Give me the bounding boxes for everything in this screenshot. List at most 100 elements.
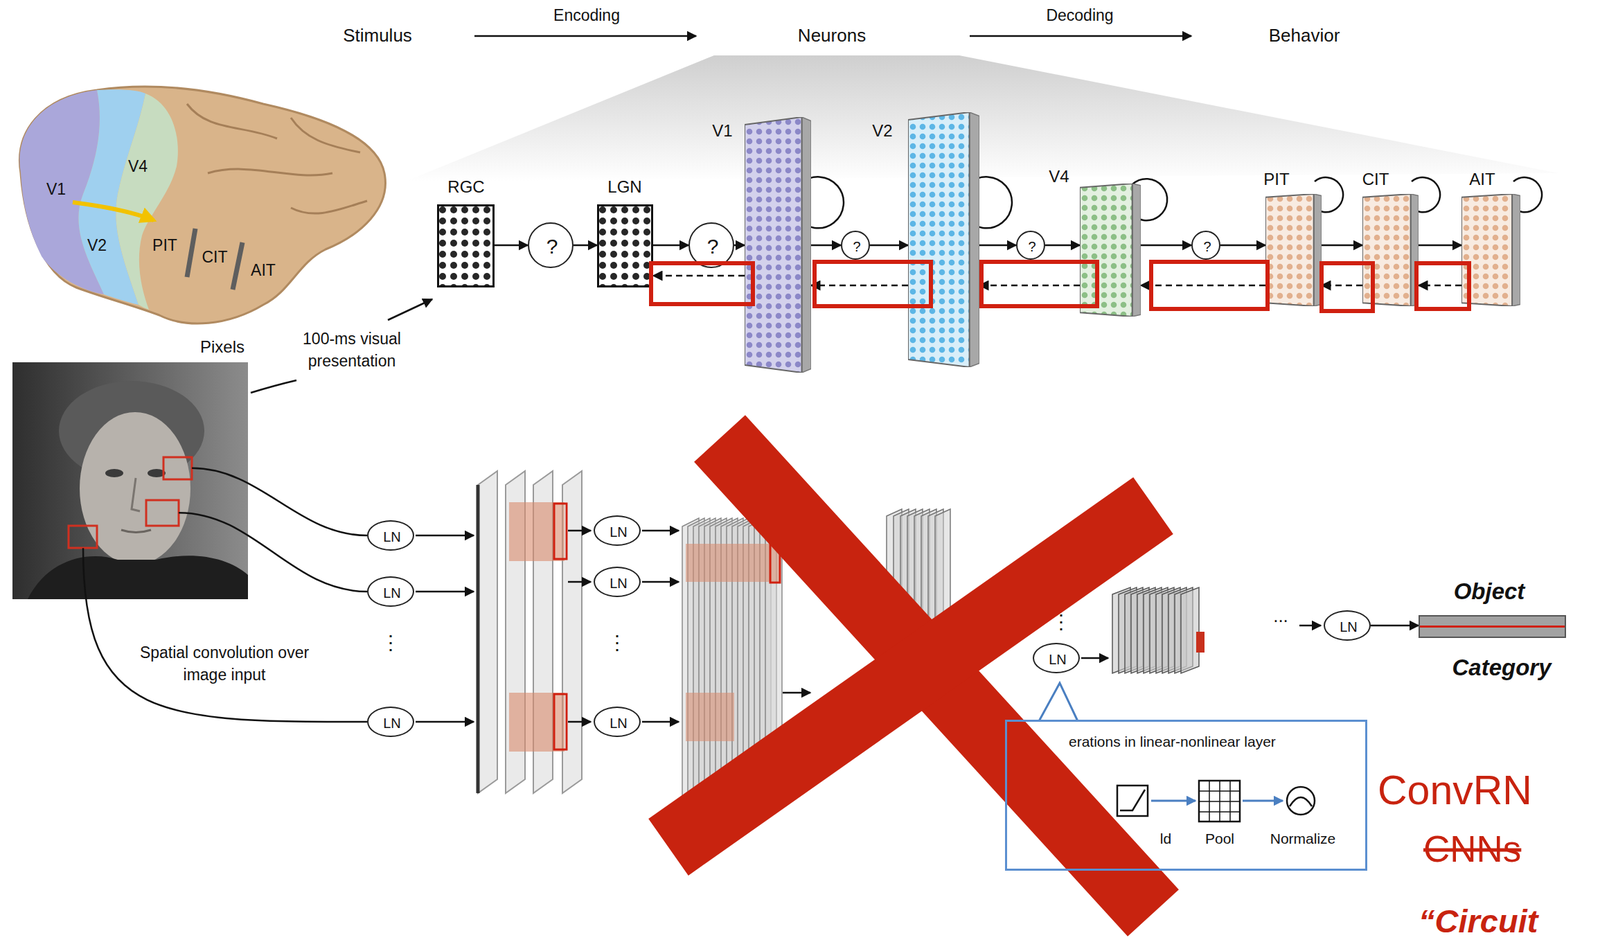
- v4-layer: V4: [1079, 183, 1141, 317]
- cit-layer: CIT: [1362, 193, 1419, 307]
- node-label: ld: [1160, 830, 1172, 848]
- layer-sheet: [1461, 193, 1521, 307]
- node-label: Category: [1451, 654, 1551, 681]
- patch-connector: [178, 512, 368, 592]
- feedforward-arrow: [734, 244, 745, 247]
- feedforward-arrow: [573, 244, 598, 247]
- funnel: [405, 55, 1559, 182]
- unknown-transform: ?: [1191, 230, 1221, 260]
- feedforward-arrow: [653, 244, 689, 247]
- rgc-layer: RGC: [437, 204, 495, 288]
- layer-sheet: [908, 112, 980, 368]
- text-label: Spatial convolution over image input: [137, 641, 311, 686]
- text-label: V4: [128, 157, 148, 176]
- node-label: ?: [1203, 238, 1211, 255]
- node-label: ?: [852, 238, 861, 255]
- text-label: ⋮: [607, 631, 627, 654]
- node-label: CIT: [1362, 169, 1390, 190]
- v2-layer: V2: [908, 112, 980, 368]
- node-label: LN: [1339, 619, 1358, 636]
- unknown-transform: ?: [527, 222, 574, 269]
- text-label: ...: [1273, 606, 1289, 627]
- node-label: Object: [1453, 578, 1526, 605]
- text-label: V2: [87, 236, 107, 255]
- node-label: ?: [546, 234, 559, 260]
- feedback-arrow: [653, 274, 745, 278]
- text-label: Stimulus: [342, 25, 413, 47]
- feedforward-arrow: [1045, 244, 1080, 247]
- feedforward-arrow: [869, 244, 909, 247]
- feedforward-arrow: [1220, 244, 1266, 247]
- node-label: V2: [872, 121, 893, 141]
- feature-stack-1: [477, 470, 582, 794]
- category-line: [1419, 625, 1565, 628]
- node-label: V4: [1048, 166, 1069, 187]
- text-label: Decoding: [1045, 6, 1114, 25]
- feedback-arrow: [1418, 284, 1462, 287]
- lgn-layer: LGN: [597, 204, 654, 288]
- photo: [12, 362, 248, 600]
- monkey-brain: [19, 86, 386, 324]
- layer-sheet: [744, 117, 812, 373]
- text-label: Neurons: [797, 25, 866, 47]
- ait-layer: AIT: [1461, 193, 1521, 307]
- node-label: LN: [1048, 651, 1067, 668]
- node-label: LN: [383, 529, 402, 546]
- pit-layer: PIT: [1265, 193, 1322, 307]
- cross-arm: [668, 505, 1154, 848]
- leader-lines: [250, 299, 433, 393]
- text-label: Encoding: [553, 6, 620, 25]
- ln-unit: LN: [367, 576, 415, 607]
- unknown-transform: ?: [1016, 230, 1046, 260]
- text-label: ConvRN: [1377, 767, 1533, 815]
- feedback-arrow: [1321, 284, 1363, 287]
- ln-unit: LN: [593, 566, 641, 598]
- unknown-transform: ?: [688, 222, 735, 269]
- patch-connector: [83, 547, 368, 722]
- layer-sheet: [1265, 193, 1322, 307]
- ln-unit: LN: [593, 515, 641, 546]
- feature-stack-4: [1112, 587, 1205, 674]
- node-label: PIT: [1263, 169, 1290, 190]
- text-label: PIT: [152, 236, 178, 255]
- ln-unit: LN: [593, 706, 641, 737]
- v1-layer: V1: [744, 117, 812, 373]
- text-label: AIT: [250, 261, 276, 280]
- node-label: LN: [609, 575, 628, 592]
- node-label: Pool: [1205, 830, 1235, 848]
- feedforward-arrow: [1418, 244, 1462, 247]
- node-label: Pixels: [200, 337, 245, 357]
- node-label: Normalize: [1270, 830, 1337, 848]
- text-label: Behavior: [1268, 25, 1341, 47]
- feedforward-arrow: [1140, 244, 1192, 247]
- node-label: AIT: [1469, 169, 1495, 190]
- text-label: 100-ms visual presentation: [292, 327, 411, 372]
- pixel-image: Pixels: [12, 362, 248, 600]
- node-label: LN: [609, 715, 628, 732]
- ln-unit: LN: [367, 706, 415, 737]
- node-label: ?: [1027, 238, 1036, 255]
- ln-unit: LN: [1032, 642, 1080, 674]
- text-label: CIT: [201, 247, 228, 266]
- feedforward-arrow: [1321, 244, 1363, 247]
- unknown-transform: ?: [840, 230, 870, 260]
- layer-sheet: [1362, 193, 1419, 307]
- layer-sheet: [1079, 183, 1141, 317]
- node-label: LN: [609, 524, 628, 541]
- node-label: LN: [383, 715, 402, 732]
- feedforward-arrow: [811, 244, 841, 247]
- text-label: CNNs: [1423, 828, 1522, 871]
- patch-connector: [191, 468, 368, 536]
- feedback-arrow: [1140, 284, 1266, 287]
- layer-sheet: [437, 204, 495, 288]
- node-label: LGN: [607, 177, 642, 197]
- category-bar: ObjectCategory: [1418, 615, 1567, 638]
- ln-unit: LN: [367, 520, 415, 551]
- text-label: ⋮: [380, 631, 401, 654]
- ln-unit: LN: [1323, 610, 1371, 641]
- operations-box: erations in linear-nonlinear layer ld Pool…: [1005, 719, 1368, 871]
- feedforward-arrow: [494, 244, 528, 247]
- node-label: erations in linear-nonlinear layer: [1068, 733, 1276, 751]
- text-label: “Circuit: [1418, 902, 1538, 940]
